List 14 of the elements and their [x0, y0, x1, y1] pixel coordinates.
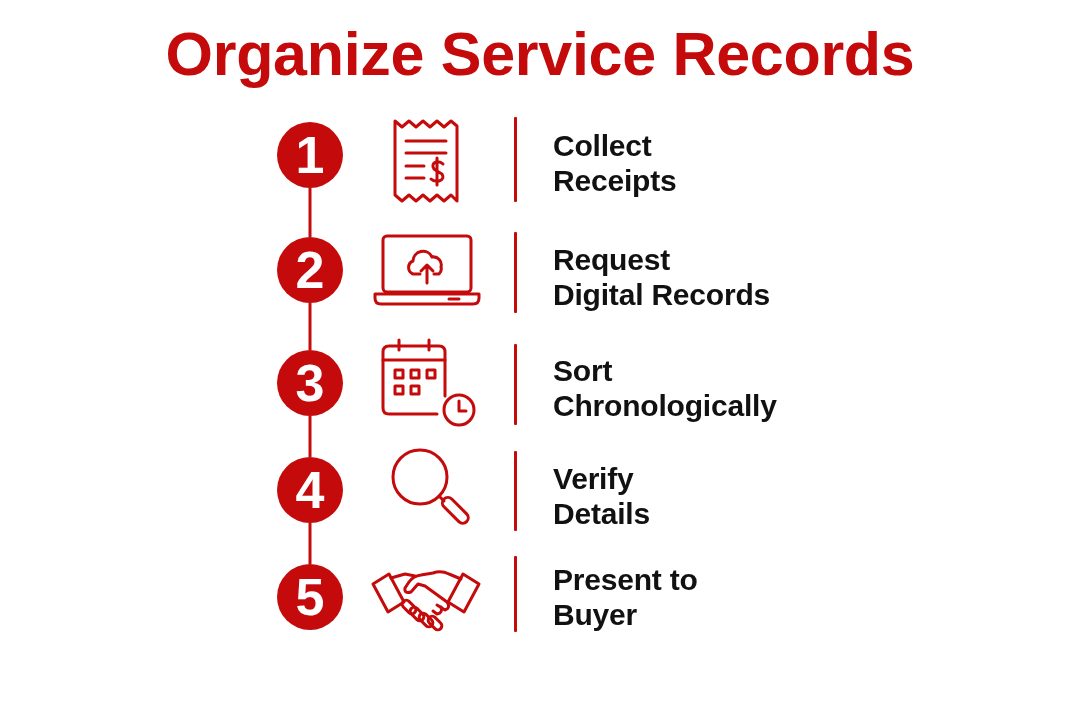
- connector-line: [308, 303, 312, 350]
- connector-line: [308, 523, 312, 564]
- step-number: 5: [295, 571, 325, 623]
- step-number: 2: [295, 244, 325, 296]
- connector-line: [308, 416, 312, 457]
- step-label: Sort Chronologically: [553, 353, 777, 423]
- step-number: 3: [295, 357, 325, 409]
- step-label: Verify Details: [553, 461, 650, 531]
- step-number: 4: [295, 464, 325, 516]
- step-label: Request Digital Records: [553, 242, 771, 312]
- connector-line: [308, 188, 312, 237]
- step-number: 1: [295, 129, 325, 181]
- step-label: Collect Receipts: [553, 128, 677, 198]
- step-label: Present to Buyer: [553, 562, 698, 632]
